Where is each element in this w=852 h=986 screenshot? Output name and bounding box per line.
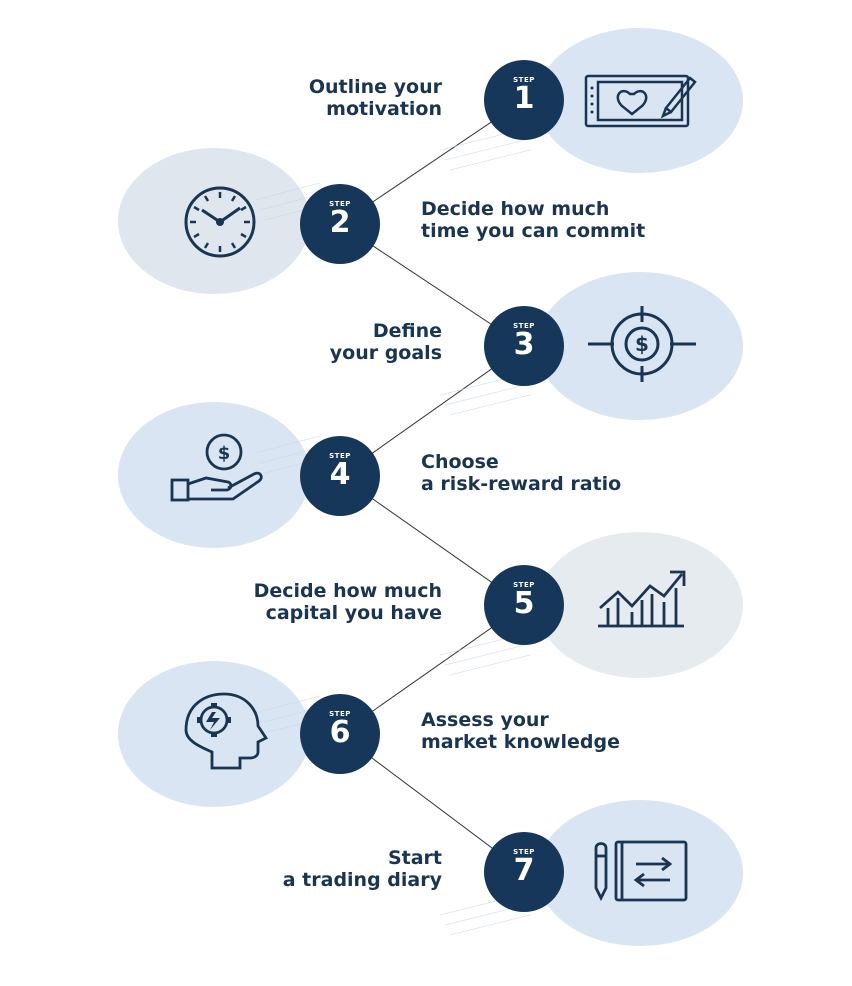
svg-text:$: $ <box>218 443 231 464</box>
step-5-caption: Decide how much capital you have <box>253 580 442 624</box>
step-number: 1 <box>513 81 535 116</box>
step-1-badge: STEP 1 <box>484 60 564 140</box>
step-label: STEP <box>329 710 351 718</box>
step-number: 6 <box>329 715 351 750</box>
clock-icon <box>184 186 256 258</box>
step-4-badge: STEP 4 <box>300 436 380 516</box>
step-number: 4 <box>329 457 351 492</box>
tablet-heart-icon <box>584 74 697 128</box>
svg-text:$: $ <box>635 332 649 356</box>
step-2-caption: Decide how much time you can commit <box>421 198 646 242</box>
step-5-circle <box>537 532 743 678</box>
step-label: STEP <box>329 452 351 460</box>
step-6-badge: STEP 6 <box>300 694 380 774</box>
dollar-target-icon: $ <box>588 306 696 382</box>
head-gear-icon <box>184 692 269 770</box>
step-2-circle <box>118 148 310 294</box>
step-label: STEP <box>513 848 535 856</box>
step-2-badge: STEP 2 <box>300 184 380 264</box>
step-4-caption: Choose a risk-reward ratio <box>421 451 622 495</box>
step-label: STEP <box>513 581 535 589</box>
step-4-circle <box>118 402 310 548</box>
step-1-caption: Outline your motivation <box>308 76 442 120</box>
step-label: STEP <box>513 322 535 330</box>
step-6-caption: Assess your market knowledge <box>421 709 620 753</box>
step-label: STEP <box>513 76 535 84</box>
step-number: 2 <box>329 205 351 240</box>
step-1-circle <box>537 28 743 173</box>
step-5-badge: STEP 5 <box>484 565 564 645</box>
diary-pen-icon <box>594 840 688 902</box>
step-number: 5 <box>513 586 535 621</box>
step-7-circle <box>537 800 743 946</box>
step-number: 7 <box>513 853 535 888</box>
growth-chart-icon <box>598 570 686 628</box>
step-3-badge: STEP 3 <box>484 306 564 386</box>
hand-coin-icon: $ <box>170 433 263 502</box>
step-number: 3 <box>513 327 535 362</box>
step-7-caption: Start a trading diary <box>282 847 442 891</box>
step-label: STEP <box>329 200 351 208</box>
step-7-badge: STEP 7 <box>484 832 564 912</box>
step-3-circle <box>537 272 743 420</box>
step-3-caption: Define your goals <box>329 320 442 364</box>
